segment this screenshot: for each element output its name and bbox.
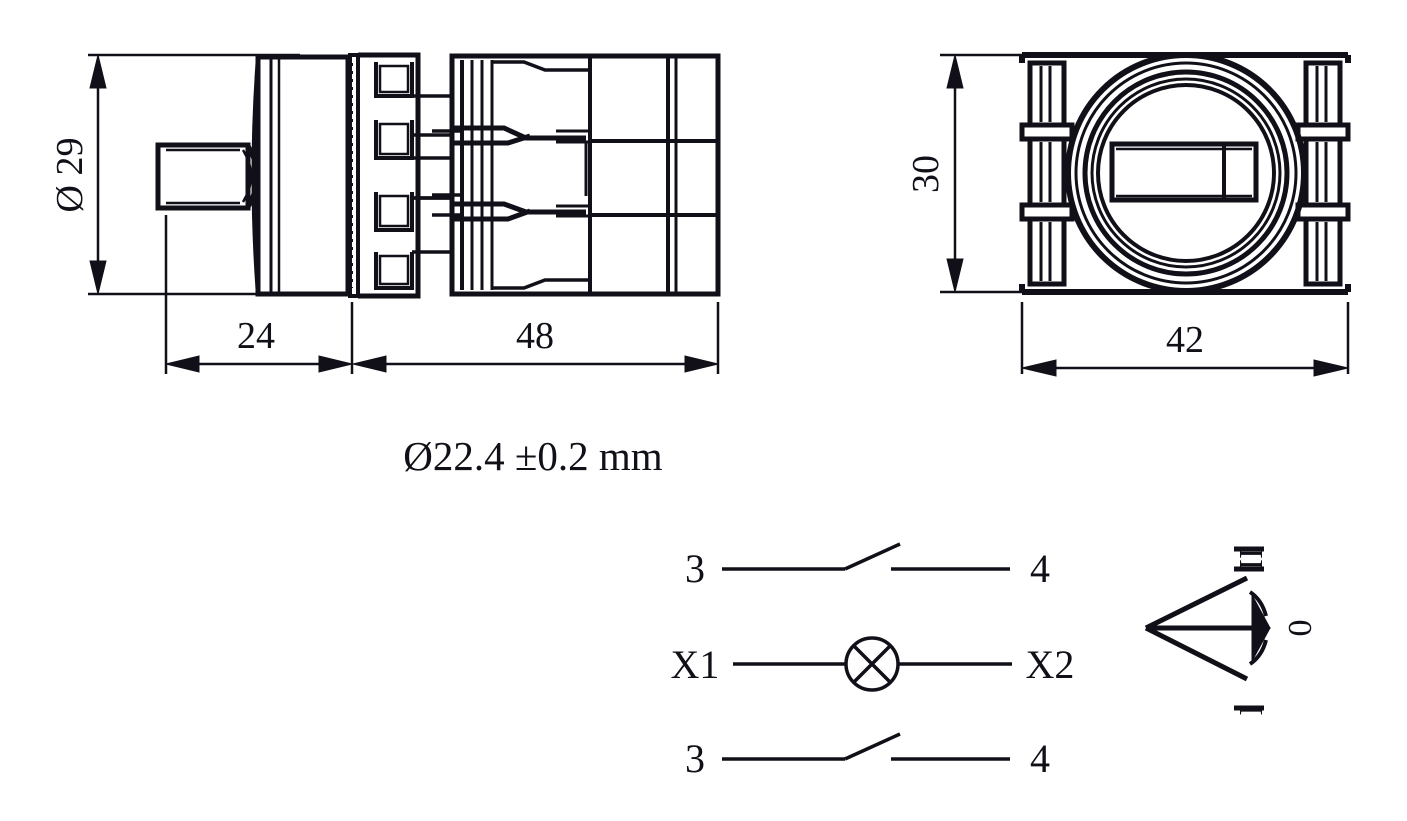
terminal-label-top-left: 3: [685, 546, 705, 591]
front-view: [1019, 52, 1351, 295]
contact-block: [449, 53, 721, 297]
position-label-0: 0: [1281, 620, 1318, 637]
arrowhead-right-42: [1313, 359, 1349, 377]
terminal-label-top-right: 4: [1030, 546, 1050, 591]
arrowhead-left-48: [352, 355, 387, 373]
arrowhead-right-48: [684, 355, 719, 373]
dimension-24-48: [164, 215, 720, 374]
position-label-I: I: [1232, 704, 1269, 716]
detent-lower: [1251, 627, 1271, 662]
arrowhead-left-42: [1021, 359, 1057, 377]
dimension-label-diameter-29: Ø 29: [49, 138, 91, 213]
knob-bar-front: [1109, 141, 1259, 203]
contact-top: [722, 542, 1010, 571]
lamp-circuit: [733, 636, 1012, 692]
dimension-42: [1020, 302, 1350, 377]
bezel-rings: [1065, 52, 1307, 294]
terminal-label-lamp-left: X1: [671, 642, 720, 687]
wiring-schematic: [722, 542, 1012, 761]
dimension-label-24: 24: [237, 315, 275, 357]
arrowhead-left-24: [165, 355, 200, 373]
three-position-selector-symbol: [1144, 546, 1271, 711]
dimension-label-42: 42: [1166, 319, 1204, 361]
arrowhead-down: [89, 260, 107, 295]
terminal-label-bottom-left: 3: [685, 736, 705, 781]
terminal-label-bottom-right: 4: [1030, 736, 1050, 781]
contact-bottom: [722, 732, 1010, 761]
arrowhead-up: [89, 54, 107, 89]
actuator-knob: [155, 142, 260, 211]
arrowhead-up-30: [946, 54, 964, 89]
arrowhead-down-30: [946, 258, 964, 293]
side-section-view: [155, 52, 721, 299]
dimension-30: [940, 53, 1024, 294]
position-label-II: II: [1232, 547, 1269, 571]
dimension-label-30: 30: [905, 155, 947, 193]
dimension-diameter-29: [88, 53, 300, 296]
bore-note-caption: Ø22.4 ±0.2 mm: [403, 433, 663, 479]
arrowhead-right-24: [318, 355, 353, 373]
dimension-label-48: 48: [516, 315, 554, 357]
terminal-label-lamp-right: X2: [1026, 642, 1075, 687]
